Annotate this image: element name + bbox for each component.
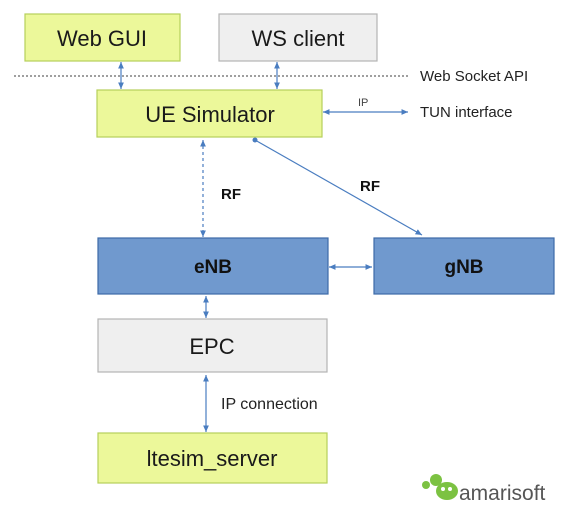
web-socket-api-label: Web Socket API	[420, 68, 528, 85]
tun-interface-label: TUN interface	[420, 104, 513, 121]
gnb-label: gNB	[444, 257, 483, 278]
ip-connection-label: IP connection	[221, 396, 318, 413]
ue-simulator-box: UE Simulator	[96, 89, 323, 138]
ltesim-server-box: ltesim_server	[97, 432, 328, 484]
ip-label: IP	[358, 97, 368, 109]
gnb-box: gNB	[373, 237, 555, 295]
ws-client-label: WS client	[252, 26, 345, 51]
amarisoft-logo-text: amarisoft	[459, 482, 546, 505]
rf-label-right: RF	[360, 178, 380, 195]
enb-box: eNB	[97, 237, 329, 295]
epc-label: EPC	[189, 334, 234, 359]
web-gui-box: Web GUI	[24, 13, 181, 62]
ltesim-server-label: ltesim_server	[147, 446, 278, 471]
ws-client-box: WS client	[218, 13, 378, 62]
ue-simulator-label: UE Simulator	[145, 102, 275, 127]
web-gui-label: Web GUI	[57, 26, 147, 51]
amarisoft-logo: amarisoft	[422, 474, 546, 505]
enb-label: eNB	[194, 257, 232, 278]
ue-gnb-rf-connector	[254, 139, 423, 236]
epc-box: EPC	[97, 318, 328, 373]
amarisoft-logo-icon	[422, 474, 458, 500]
rf-label-left: RF	[221, 186, 241, 203]
